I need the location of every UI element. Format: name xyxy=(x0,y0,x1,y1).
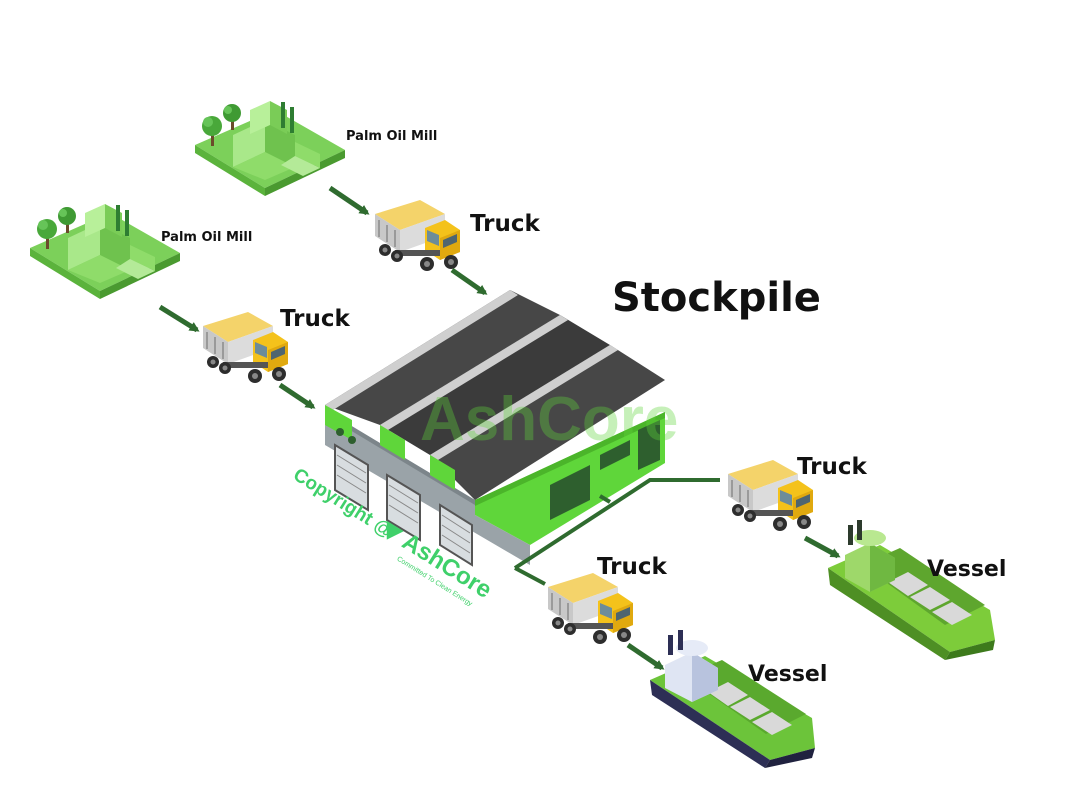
connector-line-stockpile xyxy=(513,478,720,570)
vessel-label-1: Vessel xyxy=(927,557,1007,582)
truck-icon-4 xyxy=(547,572,634,645)
arrow-truck1-to-stockpile xyxy=(450,267,488,296)
mill-label-1: Palm Oil Mill xyxy=(346,129,438,144)
arrow-mill1-to-truck1 xyxy=(328,185,370,216)
palm-oil-mill-icon-2 xyxy=(30,204,180,299)
palm-oil-mill-icon-1 xyxy=(195,101,345,196)
arrow-truck2-to-stockpile xyxy=(278,382,316,410)
watermark-brand: AshCore xyxy=(420,385,678,454)
truck-icon-2 xyxy=(202,311,289,384)
mill-label-2: Palm Oil Mill xyxy=(161,230,253,245)
truck-label-4: Truck xyxy=(597,554,667,580)
vessel-label-2: Vessel xyxy=(748,662,828,687)
vessel-icon-2 xyxy=(650,630,815,768)
connector-line-branch-2 xyxy=(598,494,612,504)
stockpile-title: Stockpile xyxy=(612,275,821,321)
truck-icon-1 xyxy=(374,199,461,272)
truck-label-2: Truck xyxy=(280,306,350,332)
ashcore-logo-icon xyxy=(386,520,404,540)
vessel-icon-1 xyxy=(828,520,995,660)
truck-label-3: Truck xyxy=(797,454,867,480)
connector-line-branch xyxy=(514,566,546,586)
watermark-logo: AshCore xyxy=(420,385,678,454)
warehouse-icon xyxy=(325,290,665,567)
arrow-truck4-to-vessel xyxy=(626,642,665,671)
truck-label-1: Truck xyxy=(470,211,540,237)
arrow-truck3-to-vessel xyxy=(803,535,841,559)
arrow-mill2-to-truck2 xyxy=(158,304,200,333)
